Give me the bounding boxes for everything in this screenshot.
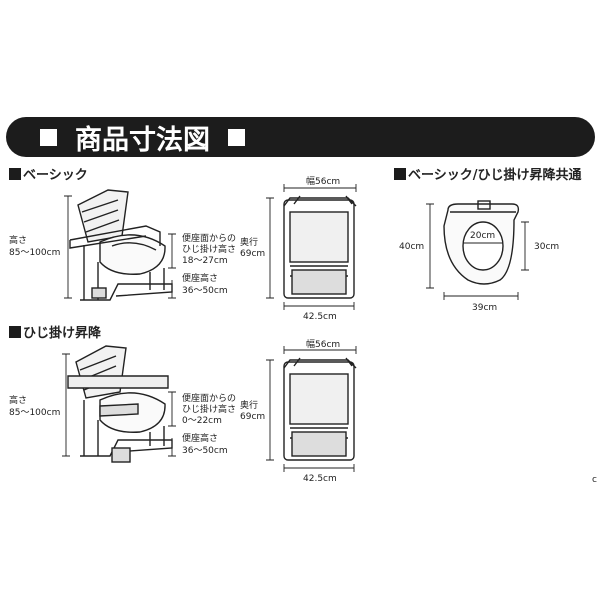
section-heading-basic: ベーシック bbox=[9, 164, 88, 183]
seat-length: 40cm bbox=[399, 242, 425, 252]
lift-seat-label: 便座高さ bbox=[182, 434, 219, 444]
lift-armrest-label-2: ひじ掛け高さ bbox=[182, 405, 237, 415]
lift-depth-value: 69cm bbox=[240, 412, 266, 422]
basic-height-label: 高さ bbox=[9, 236, 28, 246]
seat-width: 39cm bbox=[472, 303, 498, 313]
footer-mark: c bbox=[592, 475, 597, 485]
dimension-lines bbox=[62, 184, 529, 472]
title-banner: 商品寸法図 bbox=[6, 117, 595, 157]
basic-armrest-value: 18～27cm bbox=[182, 256, 228, 266]
seat-top-view bbox=[443, 200, 520, 285]
basic-armrest-label-2: ひじ掛け高さ bbox=[182, 245, 237, 255]
basic-armrest-label-1: 便座面からの bbox=[182, 234, 237, 244]
lift-height-label: 高さ bbox=[9, 396, 28, 406]
basic-seat-label: 便座高さ bbox=[182, 274, 219, 284]
lift-seat-value: 36～50cm bbox=[182, 446, 228, 456]
basic-depth-label: 奥行 bbox=[240, 238, 259, 248]
square-icon bbox=[9, 167, 21, 180]
lift-armrest-label-1: 便座面からの bbox=[182, 394, 237, 404]
chair-top-view-basic bbox=[283, 195, 357, 299]
basic-width: 幅56cm bbox=[306, 177, 341, 187]
lift-height-value: 85～100cm bbox=[9, 408, 61, 418]
seat-opening: 20cm bbox=[470, 231, 496, 241]
chair-side-view-lift bbox=[67, 345, 173, 463]
section-heading-common: ベーシック/ひじ掛け昇降共通 bbox=[394, 164, 582, 183]
square-icon bbox=[40, 128, 57, 146]
chair-side-view-basic bbox=[69, 189, 173, 301]
seat-opening-length: 30cm bbox=[534, 242, 560, 252]
basic-base-width: 42.5cm bbox=[303, 312, 337, 322]
basic-seat-value: 36～50cm bbox=[182, 286, 228, 296]
lift-depth-label: 奥行 bbox=[240, 401, 259, 411]
basic-depth-value: 69cm bbox=[240, 249, 266, 259]
banner-title: 商品寸法図 bbox=[75, 124, 210, 156]
chair-top-view-lift bbox=[283, 357, 357, 461]
square-icon bbox=[394, 167, 406, 180]
section-heading-lift: ひじ掛け昇降 bbox=[9, 322, 101, 341]
square-icon bbox=[228, 128, 245, 146]
lift-armrest-value: 0～22cm bbox=[182, 416, 222, 426]
basic-height-value: 85～100cm bbox=[9, 248, 61, 258]
square-icon bbox=[9, 325, 21, 338]
lift-width: 幅56cm bbox=[306, 340, 341, 350]
lift-base-width: 42.5cm bbox=[303, 474, 337, 484]
